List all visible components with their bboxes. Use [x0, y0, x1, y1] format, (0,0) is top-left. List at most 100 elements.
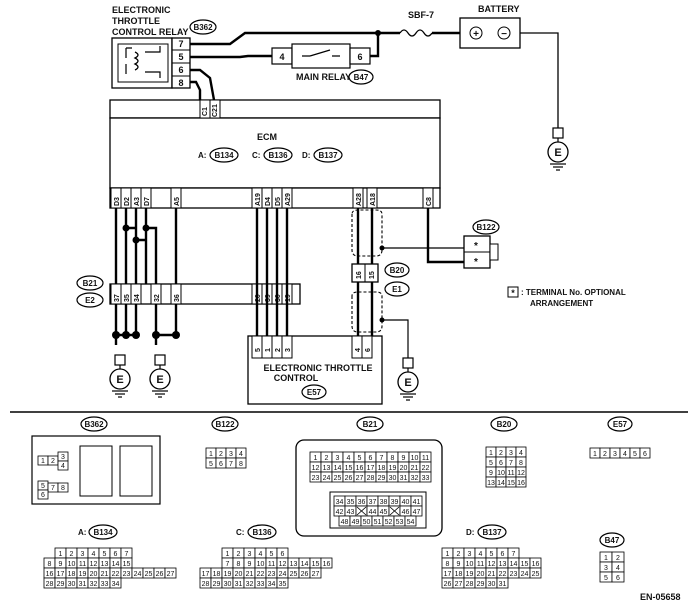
b21-view-pin: 9	[402, 455, 406, 462]
b21-view-pin: 17	[367, 465, 375, 472]
b21-view-pin: 34	[336, 499, 344, 506]
electronic-throttle-control: 5 1 2 3 4 6 ELECTRONIC THROTTLE CONTROL …	[247, 335, 383, 405]
etc-label-2: CONTROL	[274, 373, 319, 383]
main-relay-box	[291, 43, 351, 69]
b137-view-pin: 9	[457, 561, 461, 568]
b21-view-pin: 8	[391, 455, 395, 462]
b21-view-pin: 22	[422, 465, 430, 472]
b362-pin: 3	[61, 454, 65, 461]
e1-tag	[384, 281, 410, 297]
b47-view-pin: 5	[604, 575, 608, 582]
e57-view-pin: 5	[633, 451, 637, 458]
b134-view-pin: 12	[90, 561, 98, 568]
b134-view-pin: 11	[79, 561, 86, 568]
b137-view-pin: 1	[446, 551, 450, 558]
b134-view-pin: 21	[101, 571, 109, 578]
b136-view-pin: 8	[237, 561, 241, 568]
relay-wires	[190, 31, 380, 101]
b137-view-pin: 7	[512, 551, 516, 558]
fuse-icon	[399, 29, 433, 37]
ground-icon: E	[397, 357, 419, 401]
b362-pin: 6	[41, 492, 45, 499]
b134-view-pin: 2	[70, 551, 74, 558]
b134-view-pin: 25	[145, 571, 153, 578]
b21-view-pin: 15	[345, 465, 353, 472]
view-b21-tag	[356, 416, 384, 432]
b21-view-pin: 3	[336, 455, 340, 462]
b21-view-pin: 21	[411, 465, 419, 472]
b20-view-pin: 4	[519, 450, 523, 457]
b137-view-pin: 3	[468, 551, 472, 558]
b21-view-pin: 2	[325, 455, 329, 462]
b20-pin: 15	[369, 271, 376, 279]
b21-view-pin: 29	[378, 475, 386, 482]
ecm-d-prefix: D:	[302, 151, 310, 160]
b21-view-pin: 12	[312, 465, 320, 472]
b136-view-pin: 34	[268, 581, 276, 588]
b134-view-pin: 26	[156, 571, 164, 578]
e57-view-pin: 4	[623, 451, 627, 458]
b21-view-pin: 23	[312, 475, 320, 482]
b136-view-pin: 24	[279, 571, 287, 578]
b137-view-pin: 8	[446, 561, 450, 568]
b122-view-pin: 8	[239, 461, 243, 468]
b134-view-pin: 13	[101, 561, 109, 568]
e2-tag	[76, 292, 104, 308]
b21-view-pin: 7	[380, 455, 384, 462]
b21-view-pin: 37	[369, 499, 377, 506]
b21-view-pin: 51	[374, 519, 382, 526]
b20-view-pin: 13	[487, 480, 495, 487]
view-b134-tag	[88, 524, 118, 540]
b21-view-pin: 20	[400, 465, 408, 472]
b47-view-pin: 6	[616, 575, 620, 582]
b137-view-pin: 13	[499, 561, 507, 568]
etc-pin: 4	[355, 348, 362, 352]
fuse-label: SBF-7	[408, 10, 434, 20]
legend-text-1: : TERMINAL No. OPTIONAL	[521, 288, 626, 297]
b21-view-pin: 27	[356, 475, 364, 482]
b122-view-pin: 3	[229, 451, 233, 458]
ecm-top-strip	[109, 99, 441, 119]
b136-view-pin: 6	[281, 551, 285, 558]
b21-view-pin: 35	[347, 499, 355, 506]
relay-pin: 5	[178, 52, 183, 62]
b20-view-pin: 14	[497, 480, 505, 487]
view-b21-label: B21	[363, 420, 378, 429]
b137-view-pin: 22	[499, 571, 507, 578]
b134-view-pin: 28	[46, 581, 54, 588]
ecm-pin-label: A19	[255, 193, 262, 206]
b137-view-pin: 18	[455, 571, 463, 578]
e57-view-pin: 2	[603, 451, 607, 458]
b21-view-pin: 19	[389, 465, 397, 472]
b122-view-pin: 4	[239, 451, 243, 458]
b21-tag	[76, 275, 104, 291]
etc-relay-label-3: CONTROL RELAY	[112, 27, 189, 37]
view-b136-tag	[247, 524, 277, 540]
b134-view-pin: 32	[90, 581, 98, 588]
wires	[114, 208, 464, 345]
b134-view-pin: 4	[92, 551, 96, 558]
b136-view-pin: 14	[301, 561, 309, 568]
b136-view-pin: 1	[226, 551, 230, 558]
b20-label: B20	[390, 266, 405, 275]
b137-view-pin: 30	[488, 581, 496, 588]
b20-view-pin: 11	[507, 470, 514, 477]
b47-view-pin: 1	[604, 555, 608, 562]
b136-view-pin: 10	[257, 561, 265, 568]
b134-view-pin: 10	[68, 561, 76, 568]
b136-tag	[263, 147, 293, 163]
b122-pin: *	[474, 241, 478, 252]
b134-view-pin: 15	[123, 561, 131, 568]
b136-view-pin: 33	[257, 581, 265, 588]
b362-pin: 1	[41, 458, 45, 465]
ecm-pin-label: D3	[114, 197, 121, 206]
b137-view-pin: 28	[466, 581, 474, 588]
ecm-pin-label: D7	[144, 197, 151, 206]
ground-icon: E	[547, 127, 569, 171]
ecm-b134: B134	[214, 151, 234, 160]
b136-view-pin: 35	[279, 581, 287, 588]
b21-view-pin: 38	[380, 499, 388, 506]
b21-view-pin: 31	[400, 475, 408, 482]
b137-view-pin: 15	[521, 561, 529, 568]
